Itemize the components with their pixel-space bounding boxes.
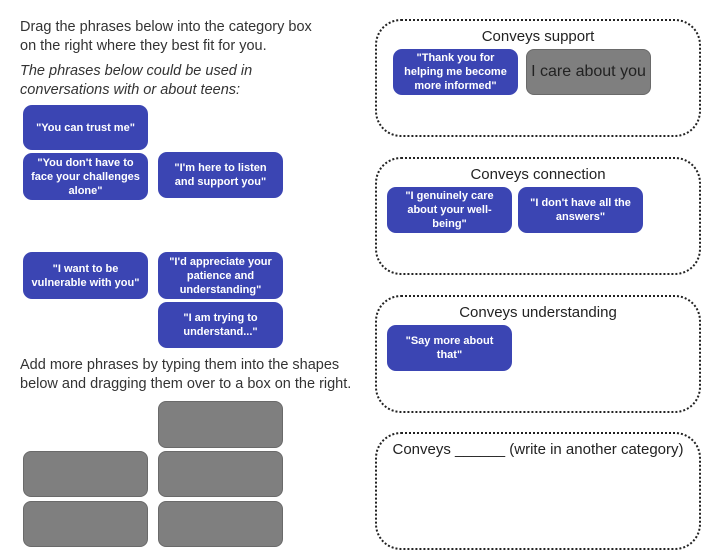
phrase-chip-not-alone[interactable]: "You don't have to face your challenges … <box>23 153 148 200</box>
category-box-write-in[interactable]: Conveys ______ (write in another categor… <box>375 432 701 550</box>
phrase-chip-trust[interactable]: "You can trust me" <box>23 105 148 150</box>
phrase-chip-trying[interactable]: "I am trying to understand..." <box>158 302 283 348</box>
phrase-chip-patience[interactable]: "I'd appreciate your patience and unders… <box>158 252 283 299</box>
category-chip-well-being[interactable]: "I genuinely care about your well-being" <box>387 187 512 233</box>
instruction-line-2: on the right where they best fit for you… <box>20 38 267 54</box>
typed-phrase-care[interactable]: I care about you <box>526 49 651 95</box>
instruction-line-1: Drag the phrases below into the category… <box>20 19 312 35</box>
phrase-chip-vulnerable[interactable]: "I want to be vulnerable with you" <box>23 252 148 299</box>
blank-phrase-shape-3[interactable] <box>158 451 283 497</box>
category-title-connection: Conveys connection <box>470 166 606 183</box>
blank-phrase-shape-5[interactable] <box>158 501 283 547</box>
blank-phrase-shape-1[interactable] <box>158 401 283 448</box>
blank-phrase-shape-2[interactable] <box>23 451 148 497</box>
instruction-italic-1: The phrases below could be used in <box>20 63 253 79</box>
blank-phrase-shape-4[interactable] <box>23 501 148 547</box>
add-phrases-line-1: Add more phrases by typing them into the… <box>20 357 340 373</box>
category-title-write-in: Conveys ______ (write in another categor… <box>392 441 684 458</box>
category-chip-informed[interactable]: "Thank you for helping me become more in… <box>393 49 518 95</box>
category-chip-answers[interactable]: "I don't have all the answers" <box>518 187 643 233</box>
instruction-italic-2: conversations with or about teens: <box>20 82 241 98</box>
category-title-support: Conveys support <box>481 28 595 45</box>
category-chip-say-more[interactable]: "Say more about that" <box>387 325 512 371</box>
phrase-chip-listen[interactable]: "I'm here to listen and support you" <box>158 152 283 198</box>
category-title-understanding: Conveys understanding <box>459 304 617 321</box>
add-phrases-line-2: below and dragging them over to a box on… <box>20 376 352 392</box>
